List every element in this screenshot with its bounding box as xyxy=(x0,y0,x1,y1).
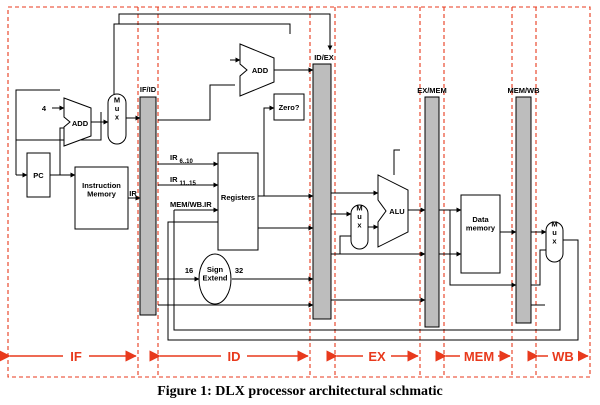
wire xyxy=(173,210,561,331)
stage-label-bg xyxy=(63,346,89,364)
stage-label-if: IF xyxy=(70,349,82,364)
sign-extend xyxy=(198,253,232,305)
register-file xyxy=(217,152,259,251)
wire xyxy=(339,235,351,254)
pc-add-constant: 4 xyxy=(42,104,47,113)
branch-adder-label: ADD xyxy=(252,66,269,75)
pc-adder-label: ADD xyxy=(72,119,89,128)
wire xyxy=(263,105,275,196)
if-mux xyxy=(107,93,127,145)
id-ex-label: ID/EX xyxy=(314,53,334,62)
if-id-label: IF/ID xyxy=(140,85,157,94)
instruction-memory xyxy=(74,166,129,230)
stage-label-bg xyxy=(363,346,391,364)
wire xyxy=(113,23,291,94)
pc-register xyxy=(26,152,51,198)
wire xyxy=(531,249,546,286)
stage-label-bg xyxy=(460,346,498,364)
branch-adder xyxy=(239,43,275,97)
stage-label-mem: MEM xyxy=(464,349,494,364)
zero-check xyxy=(273,93,305,121)
stage-label-id: ID xyxy=(228,349,241,364)
wire xyxy=(393,149,400,175)
sign-extend-in-label: 16 xyxy=(185,266,193,275)
wb-ir-label: MEM/WB.IR xyxy=(170,200,212,209)
stage-label-wb: WB xyxy=(552,349,574,364)
register-file-label: Registers xyxy=(221,193,255,202)
ex-mem-label: EX/MEM xyxy=(417,86,447,95)
pc-label: PC xyxy=(33,171,44,180)
if-id-register xyxy=(139,96,157,316)
stage-label-bg xyxy=(548,346,578,364)
mem-wb-register xyxy=(515,96,532,324)
stage-label-bg xyxy=(221,346,247,364)
wire xyxy=(449,210,500,286)
alu xyxy=(377,174,409,248)
sign-extend-out-label: 32 xyxy=(235,266,243,275)
ex-mem-register xyxy=(424,96,440,328)
figure-caption: Figure 1: DLX processor architectural sc… xyxy=(157,384,443,399)
wire xyxy=(167,221,579,341)
id-ex-register xyxy=(312,63,332,320)
wire xyxy=(118,13,333,51)
zero-check-label: Zero? xyxy=(279,103,300,112)
wb-mux xyxy=(545,221,564,263)
mem-wb-label: MEM/WB xyxy=(507,86,540,95)
alu-mux xyxy=(350,204,369,250)
outer-frame xyxy=(7,6,591,378)
data-memory xyxy=(460,194,501,274)
stage-label-ex: EX xyxy=(368,349,386,364)
pc-adder xyxy=(63,97,92,147)
ir-label: IR xyxy=(129,189,137,198)
wire xyxy=(158,84,235,121)
alu-label: ALU xyxy=(389,207,404,216)
